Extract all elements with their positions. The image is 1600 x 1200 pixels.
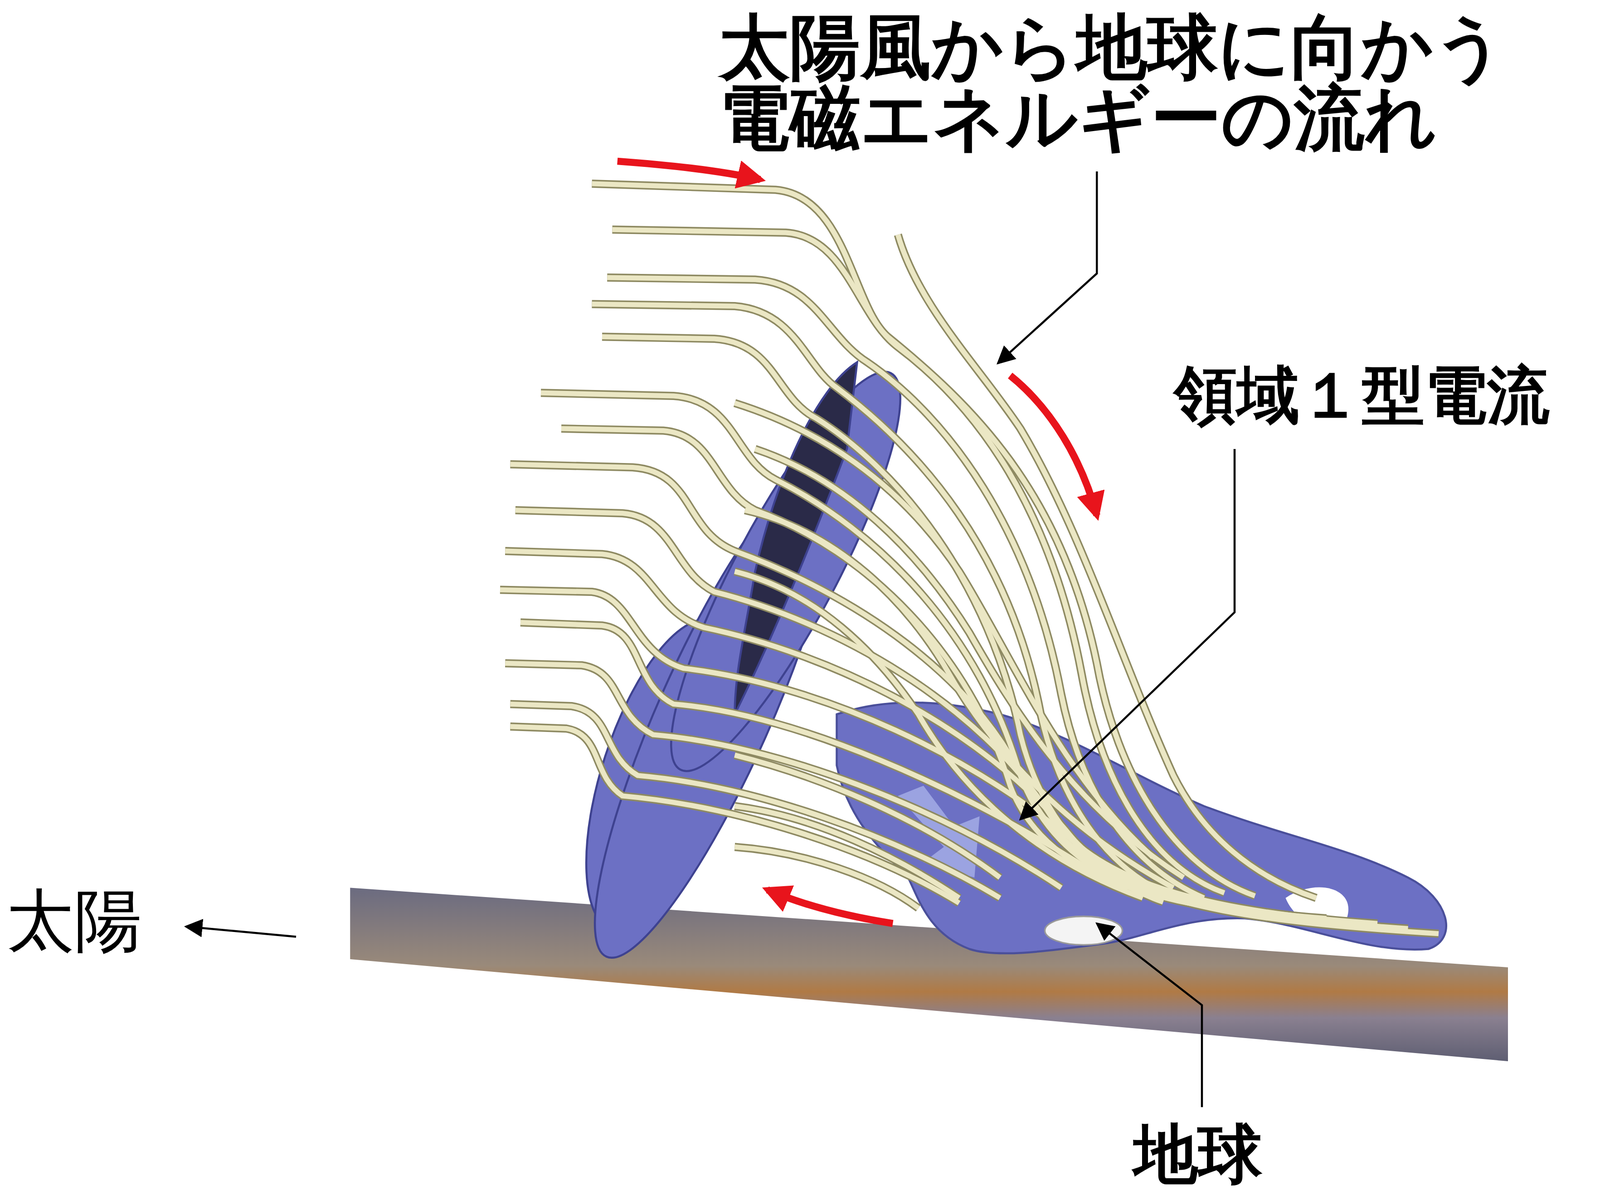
- flow-arrow: [617, 161, 1098, 924]
- callout-label: 領域１型電流: [1174, 362, 1550, 429]
- callout-title: 太陽風から地球に向かう 電磁エネルギーの流れ: [719, 11, 1519, 154]
- earth-symbol: [1045, 916, 1123, 945]
- leader-line: [185, 171, 1235, 1107]
- flux-tubes: [500, 183, 1439, 934]
- flux-tubes-shadow: [500, 183, 1439, 934]
- place-label: 地球: [1133, 1119, 1263, 1188]
- place-label: 太陽: [6, 885, 143, 957]
